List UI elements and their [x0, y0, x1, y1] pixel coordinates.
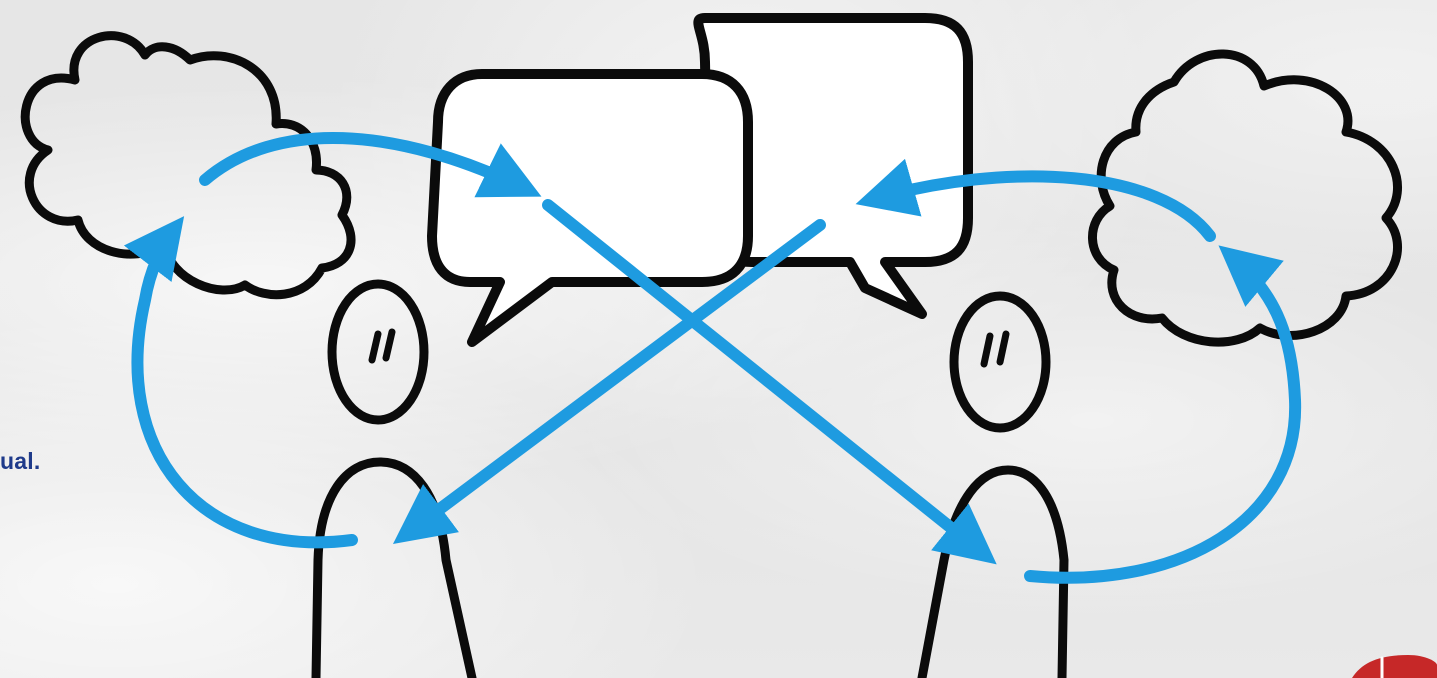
left-person-body: [316, 462, 472, 678]
right-person-eyes: [984, 334, 1006, 364]
right-thought-cloud-icon: [1092, 54, 1397, 342]
arrow-right-person-to-right-cloud-icon: [1030, 255, 1295, 578]
right-person-icon: [922, 296, 1064, 678]
left-person-head: [332, 284, 424, 420]
left-person-eyes: [372, 332, 392, 360]
logo-icon: [1352, 655, 1437, 678]
left-speech-bubble-icon: [432, 74, 748, 342]
left-thought-cloud-icon: [25, 36, 351, 295]
left-person-icon: [316, 284, 472, 678]
